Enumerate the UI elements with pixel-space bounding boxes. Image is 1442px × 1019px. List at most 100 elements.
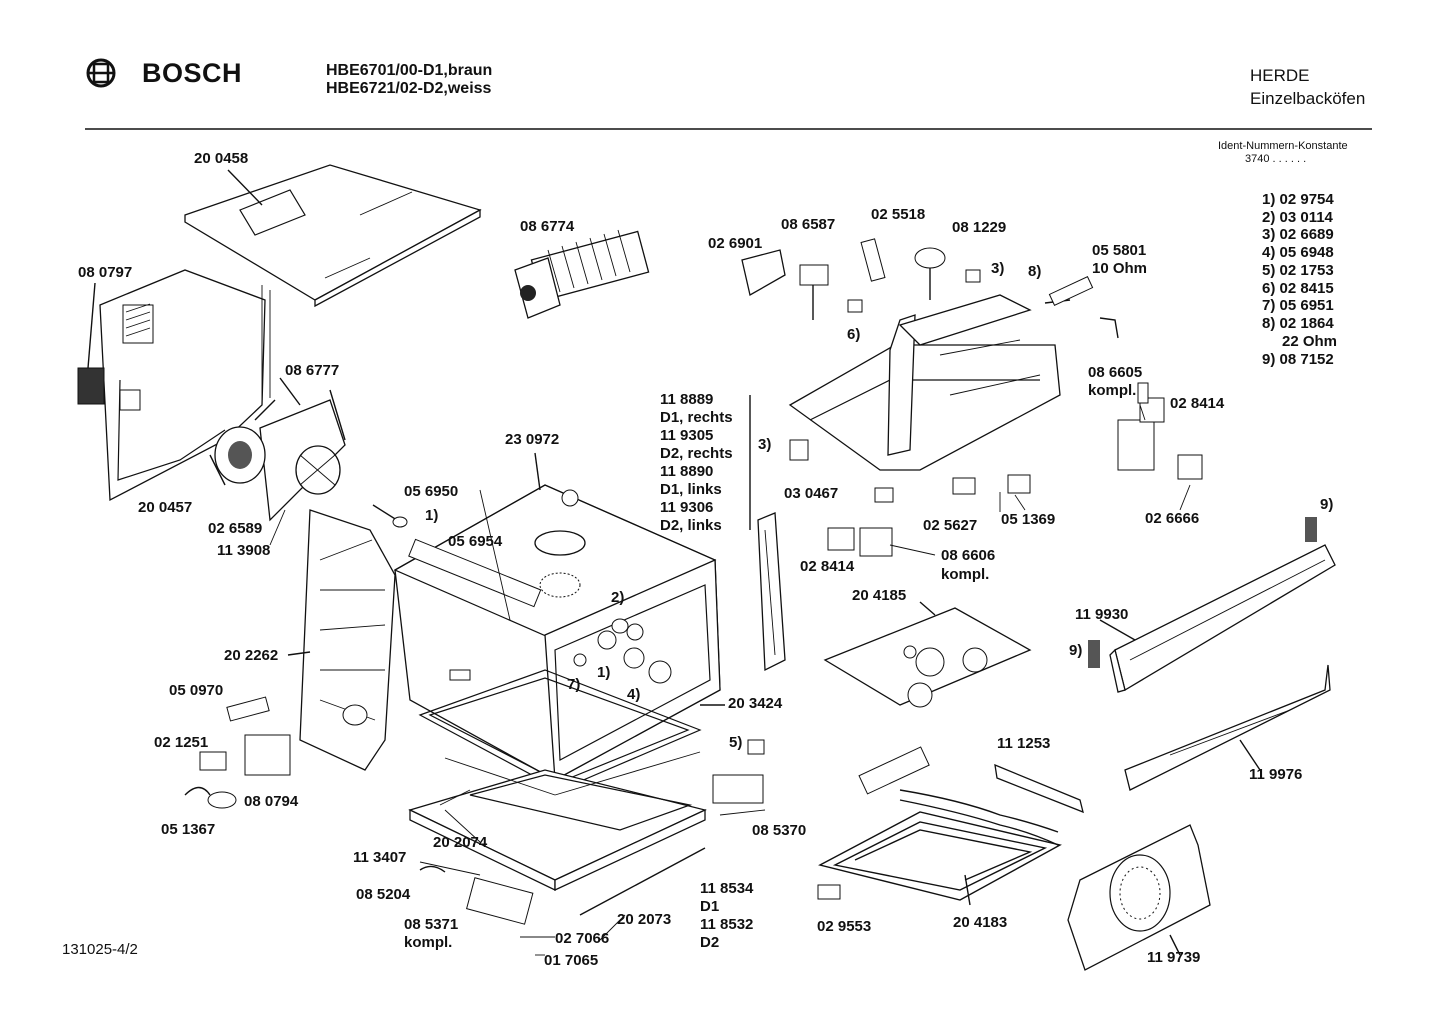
part-label: 1): [597, 664, 611, 681]
part-label: 7): [567, 676, 581, 693]
part-label: 11 9739: [1147, 949, 1201, 966]
footnote: 2) 03 0114: [1262, 209, 1333, 226]
part-label: 02 8414: [1170, 395, 1225, 412]
side-rail: [757, 512, 786, 672]
switch-components: [741, 238, 1203, 557]
part-label: 4): [627, 686, 641, 703]
part-label: D1, rechts: [660, 409, 733, 426]
part-label: 11 8532: [700, 916, 754, 933]
part-label: 08 6774: [520, 218, 575, 235]
part-label: 08 6605: [1088, 364, 1143, 381]
part-label: 05 1367: [161, 821, 216, 838]
part-label: 02 1251: [154, 734, 209, 751]
part-label: 6): [847, 326, 861, 343]
part-label: 05 0970: [169, 682, 224, 699]
part-label: 08 6777: [285, 362, 340, 379]
part-label: 11 8534: [700, 880, 754, 897]
category-line-1: HERDE: [1250, 66, 1310, 85]
part-label: 23 0972: [505, 431, 560, 448]
part-label: 02 6666: [1145, 510, 1200, 527]
part-label: 08 0797: [78, 264, 133, 281]
bosch-logo-icon: [86, 58, 116, 88]
part-label: 02 8414: [800, 558, 855, 575]
part-label: 20 2073: [617, 911, 672, 928]
ident-label: Ident-Nummern-Konstante: [1218, 140, 1348, 152]
footnote: 3) 02 6689: [1262, 226, 1334, 243]
part-label: 05 5801: [1092, 242, 1147, 259]
part-label: 3): [991, 260, 1005, 277]
part-label: 10 Ohm: [1092, 260, 1148, 277]
part-label: D2, links: [660, 517, 722, 534]
part-label: 8): [1028, 263, 1042, 280]
part-label: 05 6954: [448, 533, 503, 550]
part-label: kompl.: [1088, 382, 1137, 399]
footnote: 1) 02 9754: [1262, 191, 1334, 208]
door-gasket: [418, 669, 702, 791]
footnote: 5) 02 1753: [1262, 262, 1334, 279]
part-label: 11 9976: [1249, 766, 1303, 783]
part-label: 3): [758, 436, 772, 453]
left-side-panel: [99, 269, 271, 502]
part-label: D2, rechts: [660, 445, 733, 462]
convection-fan-assembly: [209, 399, 346, 522]
rail-11-1253: [994, 763, 1084, 814]
bottom-tray: [408, 751, 707, 916]
ident-value: 3740 . . . . . .: [1245, 153, 1307, 165]
part-label: 05 1369: [1001, 511, 1056, 528]
part-label: 20 0458: [194, 150, 249, 167]
footnote: 9) 08 7152: [1262, 351, 1334, 368]
part-label: 08 0794: [244, 793, 299, 810]
part-label: 9): [1069, 642, 1083, 659]
part-label: D2: [700, 934, 720, 951]
part-label: 11 9930: [1075, 606, 1129, 623]
model-line-2: HBE6721/02-D2,weiss: [326, 80, 492, 97]
part-label: kompl.: [941, 566, 990, 583]
document-number: 131025-4/2: [62, 941, 138, 958]
small-parts-left: [184, 504, 841, 925]
part-label: 2): [611, 589, 625, 606]
footnote: 8) 02 1864: [1262, 315, 1334, 332]
part-label: 08 5204: [356, 886, 411, 903]
part-label: 11 9306: [660, 499, 714, 516]
part-label: kompl.: [404, 934, 453, 951]
brand-logo-text: BOSCH: [142, 58, 243, 88]
part-label: 20 4185: [852, 587, 907, 604]
part-label: D1, links: [660, 481, 722, 498]
part-label: 11 8890: [660, 463, 714, 480]
part-label: 01 7065: [544, 952, 599, 969]
part-label: 11 8889: [660, 391, 714, 408]
part-label: 11 1253: [997, 735, 1051, 752]
tangential-fan: [514, 229, 650, 319]
leader-lines: [269, 404, 1191, 956]
part-label: 9): [1320, 496, 1334, 513]
part-label: 02 5627: [923, 517, 978, 534]
part-label: 08 1229: [952, 219, 1007, 236]
part-label: 05 6950: [404, 483, 459, 500]
footnote: 22 Ohm: [1282, 333, 1338, 350]
heating-element: [818, 746, 1062, 901]
rack-support-plate: [823, 607, 1032, 708]
part-label: 20 2262: [224, 647, 279, 664]
part-label: 08 6587: [781, 216, 836, 233]
footnote: 6) 02 8415: [1262, 280, 1334, 297]
part-label: D1: [700, 898, 720, 915]
part-label: 11 3908: [217, 542, 271, 559]
back-fan-cover: [1067, 824, 1211, 971]
part-label: 03 0467: [784, 485, 839, 502]
model-line-1: HBE6701/00-D1,braun: [326, 62, 493, 79]
part-label: 08 5371: [404, 916, 459, 933]
vent-grille: [77, 367, 105, 405]
part-label: 11 9305: [660, 427, 714, 444]
part-label: 02 6589: [208, 520, 263, 537]
part-label: 5): [729, 734, 743, 751]
part-label: 20 2074: [433, 834, 488, 851]
footnote: 4) 05 6948: [1262, 244, 1334, 261]
top-cover-panel: [184, 164, 482, 308]
part-label: 1): [425, 507, 439, 524]
part-label: 20 3424: [728, 695, 783, 712]
part-label: 20 0457: [138, 499, 193, 516]
part-label: 02 5518: [871, 206, 926, 223]
part-label: 02 9553: [817, 918, 872, 935]
part-label: 11 3407: [353, 849, 407, 866]
part-label: 08 6606: [941, 547, 996, 564]
